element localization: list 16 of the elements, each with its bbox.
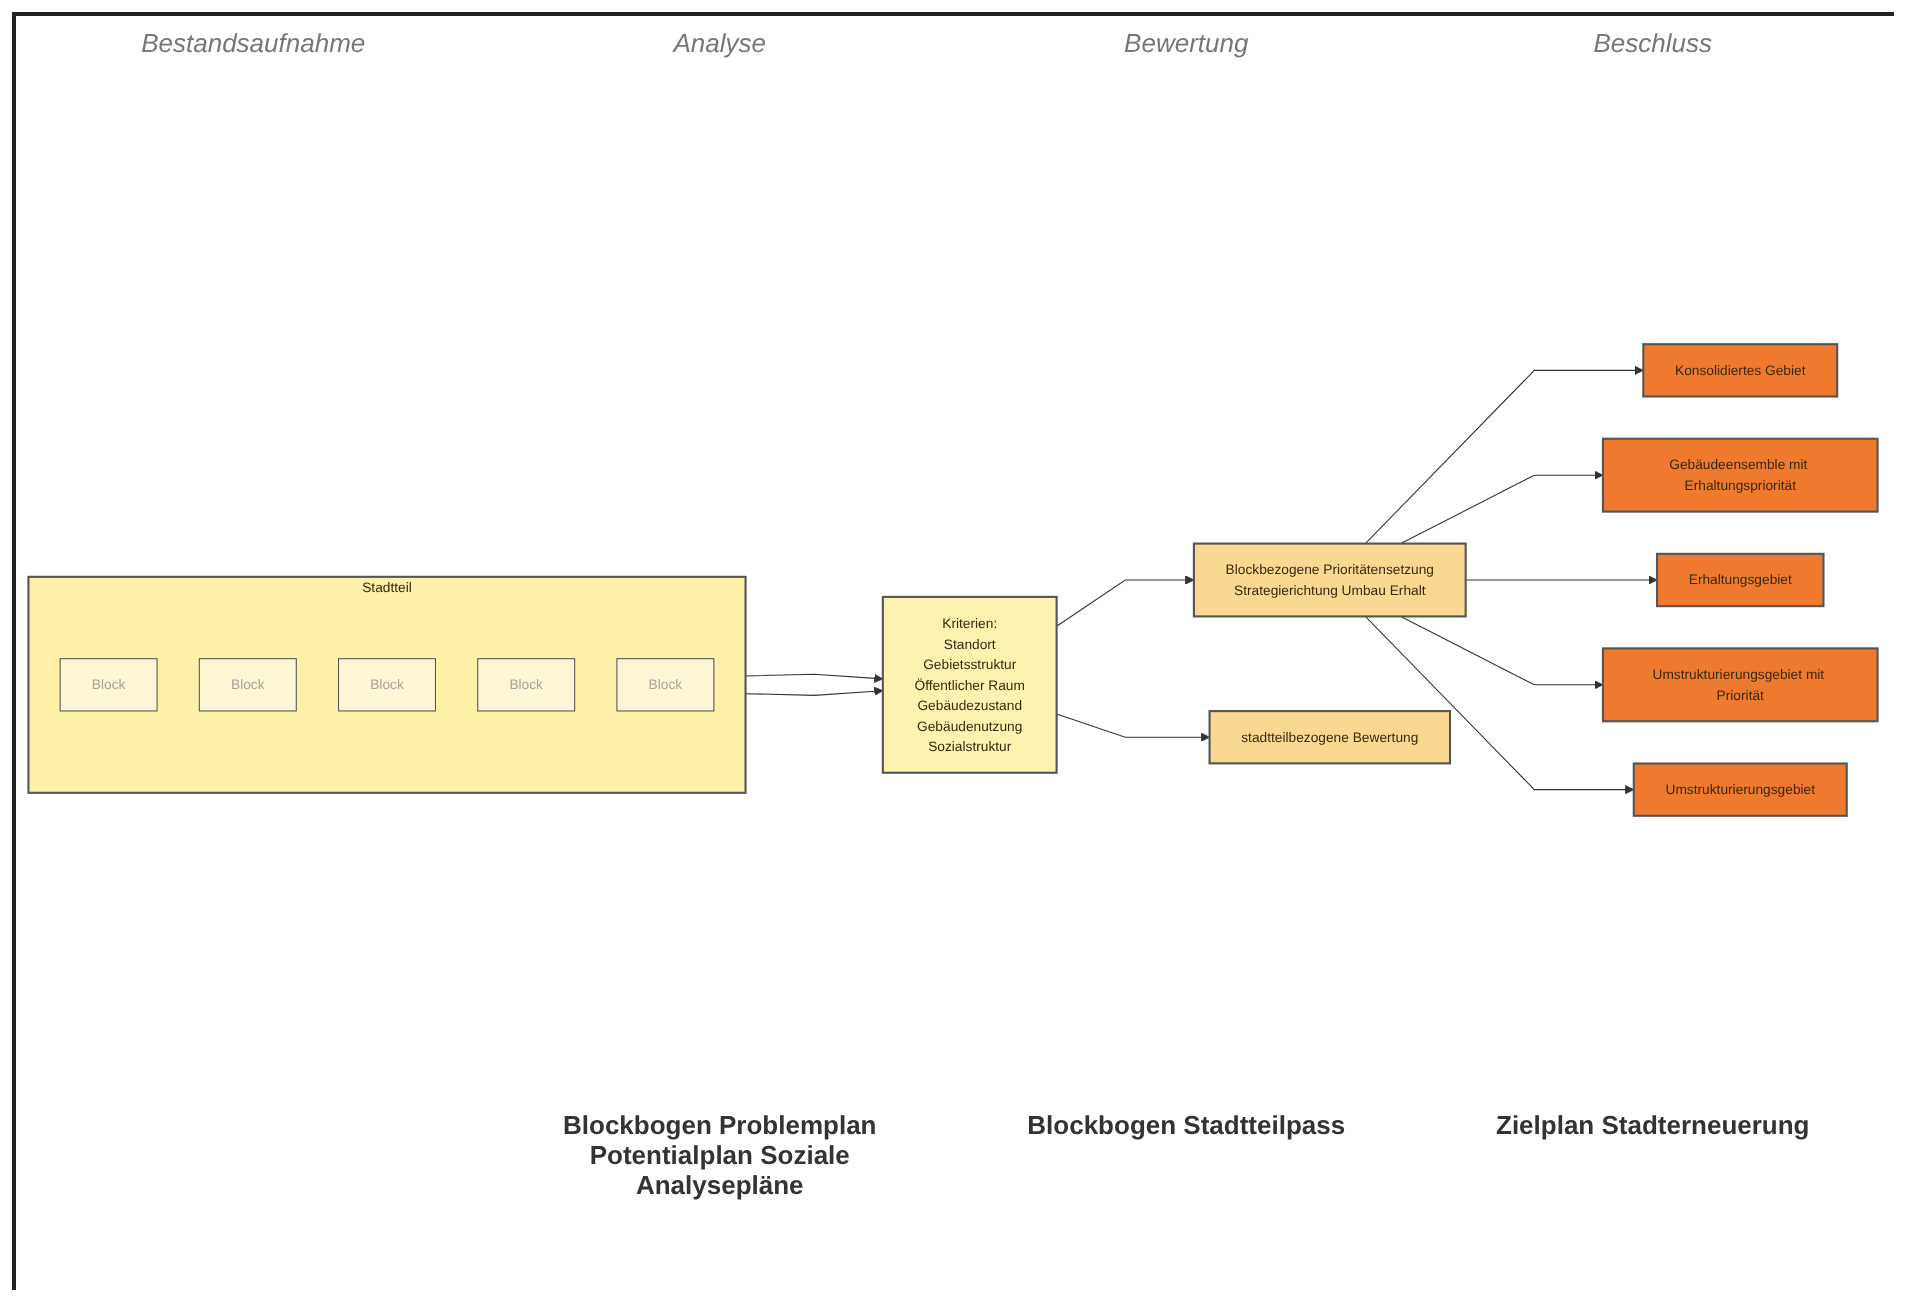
arrow (745, 686, 884, 696)
arrow (1056, 575, 1195, 627)
column-heading: Bestandsaufnahme (139, 28, 368, 58)
arrow (1465, 575, 1658, 585)
column-heading: Bewertung (1122, 28, 1251, 58)
output-note: Blockbogen Problemplan Potentialplan Soziale Analysepläne (561, 1110, 879, 1200)
arrow (1056, 713, 1210, 742)
arrow (1400, 615, 1604, 690)
arrow (1364, 615, 1635, 795)
column-heading: Beschluss (1591, 28, 1714, 58)
output-note: Zielplan Stadterneuerung (1494, 1110, 1812, 1144)
arrow (745, 673, 884, 683)
arrow (1400, 470, 1604, 545)
output-note: Blockbogen Stadtteilpass (1025, 1110, 1348, 1144)
column-heading: Analyse (670, 28, 768, 58)
arrow (1364, 365, 1644, 545)
